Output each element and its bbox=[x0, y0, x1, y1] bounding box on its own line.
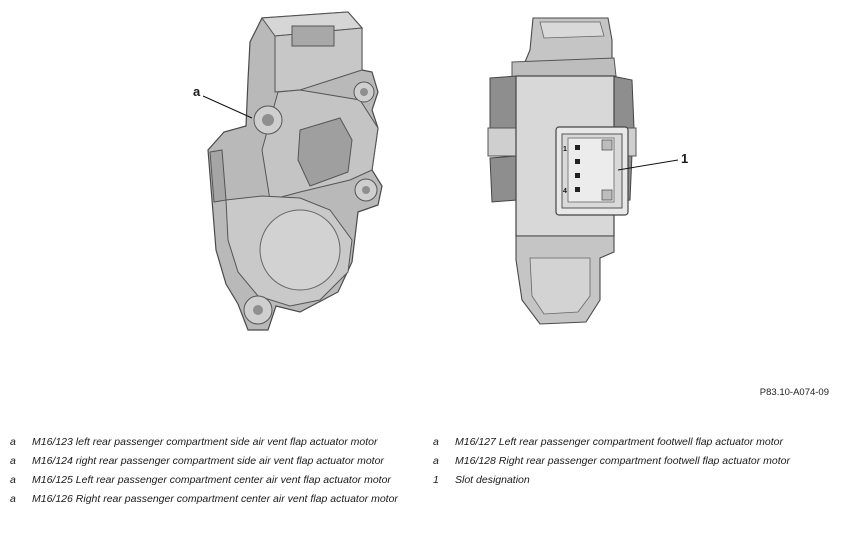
legend-row: 1 Slot designation bbox=[433, 474, 833, 487]
callout-1: 1 bbox=[681, 151, 689, 166]
legend-key: a bbox=[10, 493, 16, 505]
legend-row: a M16/128 Right rear passenger compartme… bbox=[433, 455, 833, 468]
legend-key: 1 bbox=[433, 474, 439, 486]
illustration: 1 4 a 1 P83.10-A074-09 bbox=[193, 11, 829, 398]
actuator-left-view bbox=[207, 11, 383, 331]
callout-a-leader bbox=[202, 95, 253, 119]
pin-4-label: 4 bbox=[563, 188, 567, 195]
legend-text: M16/124 right rear passenger compartment… bbox=[32, 455, 384, 467]
figure-id: P83.10-A074-09 bbox=[759, 387, 829, 398]
legend-left-column: a M16/123 left rear passenger compartmen… bbox=[10, 436, 410, 512]
legend-row: a M16/125 Left rear passenger compartmen… bbox=[10, 474, 410, 487]
legend-row: a M16/127 Left rear passenger compartmen… bbox=[433, 436, 833, 449]
legend-text: Slot designation bbox=[455, 474, 530, 486]
legend-row: a M16/124 right rear passenger compartme… bbox=[10, 455, 410, 468]
legend-text: M16/123 left rear passenger compartment … bbox=[32, 436, 378, 448]
legend-row: a M16/123 left rear passenger compartmen… bbox=[10, 436, 410, 449]
actuator-drawing: 1 4 bbox=[202, 11, 679, 331]
legend-key: a bbox=[10, 436, 16, 448]
legend-key: a bbox=[433, 436, 439, 448]
pin-1-label: 1 bbox=[563, 146, 567, 153]
legend-text: M16/128 Right rear passenger compartment… bbox=[455, 455, 791, 467]
legend-text: M16/127 Left rear passenger compartment … bbox=[455, 436, 784, 448]
legend-text: M16/125 Left rear passenger compartment … bbox=[32, 474, 391, 486]
callout-a: a bbox=[193, 84, 201, 99]
callout-1-leader bbox=[617, 159, 679, 171]
legend-key: a bbox=[10, 455, 16, 467]
legend-text: M16/126 Right rear passenger compartment… bbox=[32, 493, 398, 505]
actuator-right-view bbox=[487, 17, 637, 325]
legend-row: a M16/126 Right rear passenger compartme… bbox=[10, 493, 410, 506]
legend-key: a bbox=[433, 455, 439, 467]
legend-right-column: a M16/127 Left rear passenger compartmen… bbox=[433, 436, 833, 493]
legend-key: a bbox=[10, 474, 16, 486]
